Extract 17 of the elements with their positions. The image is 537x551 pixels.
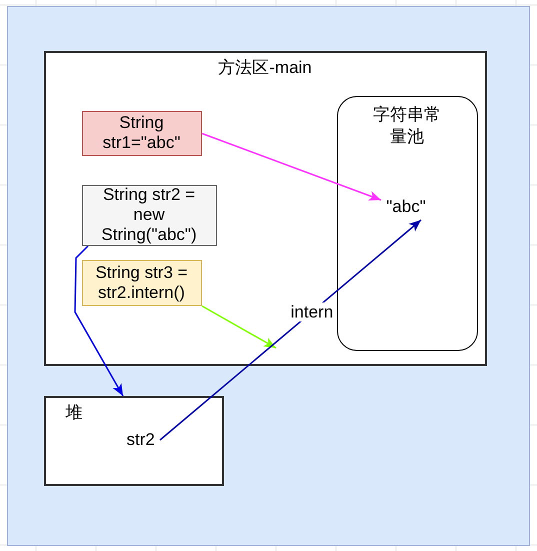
code-box: String str2 = new String("abc") xyxy=(82,184,216,246)
container-box xyxy=(44,50,486,366)
code-box: String str1="abc" xyxy=(82,110,202,156)
arrow xyxy=(202,132,382,201)
arrow xyxy=(202,305,276,349)
box-title: 字符串常量池 xyxy=(372,104,442,148)
edge-label: intern xyxy=(288,302,336,322)
variable-text: str2 xyxy=(126,430,160,450)
value-text: "abc" xyxy=(380,195,432,219)
rounded-container xyxy=(336,96,478,350)
arrow xyxy=(160,219,422,441)
box-title: 方法区-main xyxy=(218,56,312,78)
background-panel xyxy=(7,6,530,546)
box-title: 堆 xyxy=(66,402,82,424)
code-box: String str3 = str2.intern() xyxy=(82,260,202,306)
container-box xyxy=(44,396,224,486)
arrow xyxy=(74,245,124,396)
